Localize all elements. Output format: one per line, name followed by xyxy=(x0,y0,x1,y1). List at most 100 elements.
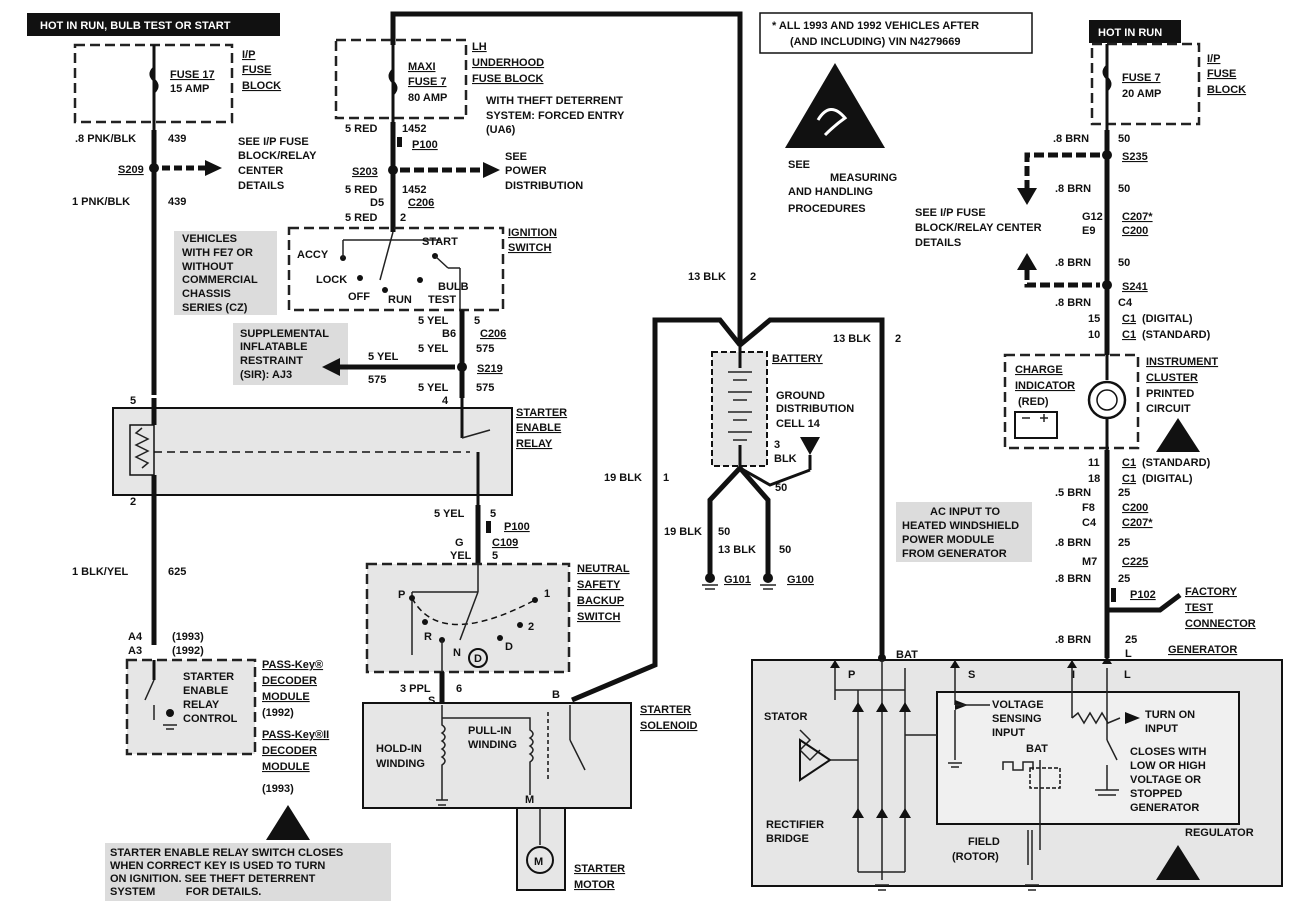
vehicles-note-4: COMMERCIAL xyxy=(182,274,258,286)
gear-1: 1 xyxy=(544,588,550,600)
regulator-box xyxy=(936,691,1240,825)
gen-l: L xyxy=(1124,669,1131,681)
center-c1452b: 1452 xyxy=(402,184,426,196)
right-w7: .8 BRN xyxy=(1055,573,1091,585)
center-pin5b: 5 xyxy=(490,508,496,520)
batt-c2: 2 xyxy=(750,271,756,283)
right-c4: C4 xyxy=(1082,517,1097,529)
ac-note-4: FROM GENERATOR xyxy=(902,548,1007,560)
batt-c50b: 50 xyxy=(718,526,730,538)
pull-in-2: WINDING xyxy=(468,739,517,751)
see-ip-right-3: DETAILS xyxy=(915,237,961,249)
right-c5: 25 xyxy=(1118,487,1130,499)
center-w5yel2: 5 YEL xyxy=(418,343,449,355)
passkey-module-box xyxy=(125,658,257,756)
vehicles-note-6: SERIES (CZ) xyxy=(182,302,248,314)
vin-note-line2: (AND INCLUDING) VIN N4279669 xyxy=(790,36,961,48)
starter-motor-box xyxy=(516,807,566,891)
lh-underhood-2: UNDERHOOD xyxy=(472,57,544,69)
gen-bat: BAT xyxy=(896,649,918,661)
solenoid-m: M xyxy=(525,794,534,806)
gen-closes-4: STOPPED xyxy=(1130,788,1182,800)
gdc-arrow-icon xyxy=(800,437,820,455)
nss-label-2: SAFETY xyxy=(577,579,621,591)
ground-wires xyxy=(707,466,771,575)
gear-2: 2 xyxy=(528,621,534,633)
hot-run-header-text: HOT IN RUN xyxy=(1098,27,1162,39)
gen-voltage-3: INPUT xyxy=(992,727,1025,739)
left-y1993: (1993) xyxy=(172,631,204,643)
ground-g101-icon xyxy=(702,573,718,590)
gen-rectifier-2: BRIDGE xyxy=(766,833,809,845)
solenoid-label-2: SOLENOID xyxy=(640,720,698,732)
right-g12: G12 xyxy=(1082,211,1103,223)
gdc-2: DISTRIBUTION xyxy=(776,403,854,415)
center-w5yel4: 5 YEL xyxy=(434,508,465,520)
battery-icon xyxy=(728,345,752,468)
right-c1std2: C1 xyxy=(1122,457,1136,469)
splice-s209 xyxy=(149,163,159,173)
lh-underhood-3: FUSE BLOCK xyxy=(472,73,544,85)
gen-voltage-1: VOLTAGE xyxy=(992,699,1044,711)
center-c109: C109 xyxy=(492,537,518,549)
center-d5: D5 xyxy=(370,197,384,209)
center-pin2: 2 xyxy=(400,212,406,224)
esd-note-line3: AND HANDLING xyxy=(788,186,873,198)
ign-run: RUN xyxy=(388,294,412,306)
passkey-inside-1: STARTER xyxy=(183,671,234,683)
bottom-note-shade xyxy=(105,843,391,901)
motor-symbol: M xyxy=(534,856,543,868)
center-w3ppl: 3 PPL xyxy=(400,683,431,695)
center-pin4: 4 xyxy=(442,395,449,407)
right-f8: F8 xyxy=(1082,502,1095,514)
charge-ind-2: INDICATOR xyxy=(1015,380,1075,392)
generator-label: GENERATOR xyxy=(1168,644,1237,656)
factory-3: CONNECTOR xyxy=(1185,618,1256,630)
center-g: G xyxy=(455,537,464,549)
fuse7-right-rating: 20 AMP xyxy=(1122,88,1161,100)
right-w2: .8 BRN xyxy=(1055,183,1091,195)
splice-s235-label: S235 xyxy=(1122,151,1148,163)
vehicles-note-2: WITH FE7 OR xyxy=(182,247,253,259)
sir-arrow-icon xyxy=(322,358,340,376)
fuse-17-icon xyxy=(149,66,159,94)
maxi-fuse-name1: MAXI xyxy=(408,61,436,73)
see-ip-2: BLOCK/RELAY xyxy=(238,150,317,162)
fuse-7-icon xyxy=(1102,64,1112,92)
right-w6: .8 BRN xyxy=(1055,537,1091,549)
right-c1std: C1 xyxy=(1122,329,1136,341)
batt-c50a: 50 xyxy=(775,482,787,494)
splice-s219 xyxy=(457,362,467,372)
batt-w19blk2: 19 BLK xyxy=(664,526,702,538)
ign-lock: LOCK xyxy=(316,274,347,286)
splice-s203-label: S203 xyxy=(352,166,378,178)
hold-in-1: HOLD-IN xyxy=(376,743,422,755)
left-a3: A3 xyxy=(128,645,142,657)
right-c1dig2: C1 xyxy=(1122,473,1136,485)
ac-note-1: AC INPUT TO xyxy=(930,506,1001,518)
vehicles-note-shade xyxy=(174,231,277,315)
right-c2: 50 xyxy=(1118,183,1130,195)
starter-motor-icon xyxy=(526,846,554,874)
relay-label-1: STARTER xyxy=(516,407,567,419)
gdc-3: CELL 14 xyxy=(776,418,821,430)
gear-n: N xyxy=(453,647,461,659)
right-w1: .8 BRN xyxy=(1053,133,1089,145)
wire-19-blk xyxy=(571,317,742,703)
center-pin6: 6 xyxy=(456,683,462,695)
battery-warning-icon xyxy=(1014,411,1058,439)
fuse7-right-name: FUSE 7 xyxy=(1122,72,1161,84)
right-c225: C225 xyxy=(1122,556,1148,568)
vin-note-line1: * ALL 1993 AND 1992 VEHICLES AFTER xyxy=(772,20,979,32)
hot-run-bulb-header-text: HOT IN RUN, BULB TEST OR START xyxy=(40,20,231,32)
batt-c1: 1 xyxy=(663,472,669,484)
right-c3: 50 xyxy=(1118,257,1130,269)
center-w5yel1: 5 YEL xyxy=(418,315,449,327)
passkey-label-6: DECODER xyxy=(262,745,317,757)
ac-note-3: POWER MODULE xyxy=(902,534,994,546)
splice-s203 xyxy=(388,165,398,175)
ip-fuse-left-2: FUSE xyxy=(242,64,271,76)
splice-s209-label: S209 xyxy=(118,164,144,176)
center-c1452a: 1452 xyxy=(402,123,426,135)
ign-test: TEST xyxy=(428,294,456,306)
